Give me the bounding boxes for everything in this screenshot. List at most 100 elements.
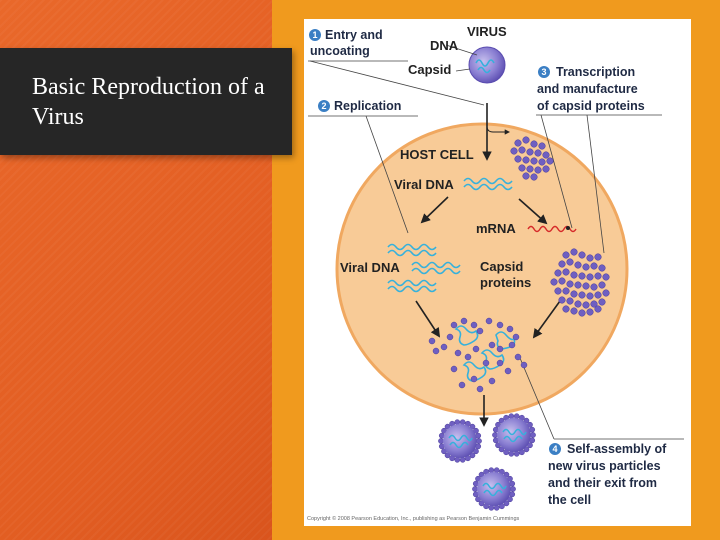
- step1-pointer: [309, 60, 485, 106]
- capsid-protein-dot: [566, 258, 574, 266]
- capsid-protein-dot: [542, 151, 550, 159]
- capsid-protein-dot: [570, 290, 578, 298]
- capsid-protein-dot: [514, 353, 522, 361]
- capsid-protein-dot: [554, 269, 562, 277]
- capsid-protein-dot: [598, 264, 606, 272]
- capsid-protein-dot: [450, 365, 458, 373]
- capsid-protein-dot: [476, 327, 484, 335]
- capsid-protein-dot: [558, 277, 566, 285]
- capsid-protein-dot: [508, 450, 515, 457]
- capsid-protein-dot: [542, 165, 550, 173]
- capsid-protein-dot: [438, 438, 444, 444]
- virus-particle: [477, 472, 511, 506]
- step-4-badge: 4: [549, 443, 561, 455]
- new-virus-particles: [438, 413, 536, 511]
- capsid-protein-dot: [476, 438, 482, 444]
- capsid-protein-dot: [454, 419, 461, 426]
- capsid-protein-dot: [472, 345, 480, 353]
- entering-virus: [468, 46, 506, 84]
- capsid-protein-dot: [586, 273, 594, 281]
- capsid-protein-dot: [526, 165, 534, 173]
- virus-dna: [448, 434, 473, 449]
- capsid-protein-dot: [444, 452, 451, 459]
- capsid-protein-dot: [590, 300, 598, 308]
- capsid-protein-dot: [570, 248, 578, 256]
- capsid-protein-dot: [586, 308, 594, 316]
- capsid-protein-dot: [508, 341, 516, 349]
- capsid-protein-dot: [469, 452, 476, 459]
- capsid-protein-dot: [485, 317, 493, 325]
- label-capsid-proteins-1: Capsid: [480, 259, 523, 274]
- capsid-protein-dot: [578, 272, 586, 280]
- capsid-protein-dot: [493, 467, 500, 474]
- label-dna: DNA: [430, 38, 459, 53]
- capsid-protein-dot: [496, 345, 504, 353]
- capsid-protein-dot: [508, 413, 515, 420]
- capsid-protein-dot: [510, 486, 516, 492]
- label-host-cell: HOST CELL: [400, 147, 474, 162]
- capsid-protein-dot: [570, 271, 578, 279]
- capsid-protein-dot: [530, 157, 538, 165]
- capsid-protein-dot: [446, 333, 454, 341]
- svg-text:4: 4: [552, 444, 557, 454]
- label-virus: VIRUS: [467, 24, 507, 39]
- label-viral-dna-top: Viral DNA: [394, 177, 454, 192]
- step-4-line-1: Self-assembly of: [567, 442, 667, 456]
- capsid-protein-dot: [472, 486, 478, 492]
- step-2-line-1: Replication: [334, 99, 401, 113]
- capsid-protein-dot: [476, 385, 484, 393]
- capsid-protein-dot: [514, 139, 522, 147]
- capsid-protein-dot: [493, 504, 500, 511]
- capsid-protein-dot: [538, 142, 546, 150]
- step-1-badge: 1: [309, 29, 321, 41]
- step-4-line-3: and their exit from: [548, 476, 657, 490]
- viral-dna-copies: [387, 243, 461, 293]
- capsid-protein-dot: [594, 291, 602, 299]
- capsid-protein-dot: [586, 292, 594, 300]
- capsid-protein-dot: [518, 164, 526, 172]
- capsid-protein-dot: [558, 296, 566, 304]
- copyright-note: Copyright © 2008 Pearson Education, Inc.…: [307, 515, 520, 522]
- virus-dna: [502, 428, 527, 443]
- capsid-protein-dot: [520, 361, 528, 369]
- capsid-protein-dot: [578, 291, 586, 299]
- capsid-protein-dot: [488, 467, 495, 474]
- capsid-protein-dot: [454, 456, 461, 463]
- label-mrna: mRNA: [476, 221, 516, 236]
- capsid-protein-dot: [530, 140, 538, 148]
- title-box: [0, 48, 292, 155]
- capsid-protein-dot: [574, 300, 582, 308]
- capsid-protein-dot: [506, 325, 514, 333]
- capsid-protein-dot: [562, 305, 570, 313]
- capsid-protein-dot: [513, 413, 520, 420]
- capsid-protein-dot: [562, 287, 570, 295]
- capsid-protein-dot: [578, 251, 586, 259]
- capsid-protein-dot: [590, 283, 598, 291]
- capsid-protein-dot: [488, 504, 495, 511]
- capsid-protein-dot: [488, 341, 496, 349]
- capsid-protein-dot: [530, 432, 536, 438]
- capsid-protein-dot: [488, 377, 496, 385]
- capsid-protein-dot: [590, 262, 598, 270]
- step-1-line-2: uncoating: [310, 44, 370, 58]
- capsid-protein-dot: [538, 158, 546, 166]
- capsid-protein-dot: [496, 321, 504, 329]
- capsid-protein-dot: [586, 254, 594, 262]
- step2-pointer: [365, 115, 409, 234]
- capsid-protein-cluster-top: [510, 136, 554, 181]
- step-1-line-1: Entry and: [325, 28, 383, 42]
- figure-drawing: 1 2 3 4 Entry and uncoating Replication …: [307, 24, 684, 522]
- capsid-protein-dot: [566, 297, 574, 305]
- capsid-protein-dot: [594, 272, 602, 280]
- capsid-protein-dot: [546, 157, 554, 165]
- capsid-protein-dot: [503, 471, 510, 478]
- capsid-protein-dot: [450, 321, 458, 329]
- viral-dna-top: [463, 177, 513, 191]
- capsid-protein-dot: [602, 289, 610, 297]
- slide-title: Basic Reproduction of a Virus: [32, 74, 265, 130]
- capsid-protein-dot: [478, 500, 485, 507]
- capsid-protein-dot: [510, 147, 518, 155]
- capsid-protein-dot: [470, 375, 478, 383]
- capsid-protein-dot: [598, 281, 606, 289]
- capsid-protein-dot: [514, 155, 522, 163]
